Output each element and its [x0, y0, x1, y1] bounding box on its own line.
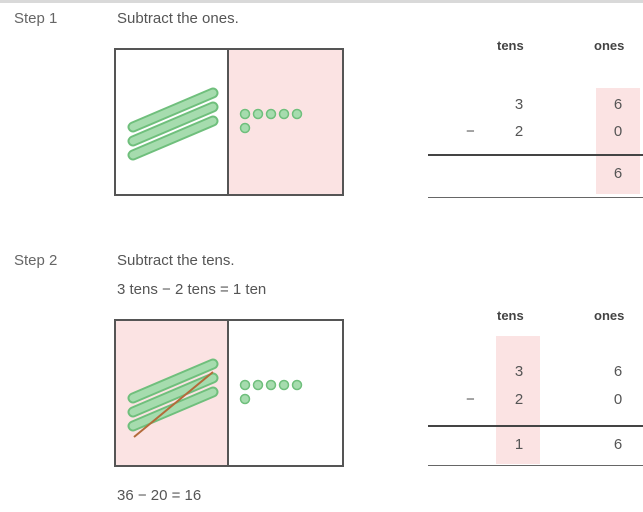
- step1-base-ten-blocks: [114, 48, 344, 196]
- step2-ten-rods: [116, 321, 229, 465]
- one-cube-icon: [267, 110, 276, 119]
- step1-instruction: Subtract the ones.: [117, 10, 239, 27]
- step1-one-cubes: [229, 50, 342, 194]
- one-cube-icon: [254, 110, 263, 119]
- one-cube-icon: [280, 110, 289, 119]
- step1-minus-sign: −: [466, 123, 475, 140]
- one-cube-icon: [280, 381, 289, 390]
- one-cube-icon: [241, 124, 250, 133]
- step2-base-ten-blocks: [114, 319, 344, 467]
- step2-tens-area: [116, 321, 229, 465]
- step1-answer-rule: [428, 154, 643, 156]
- one-cube-icon: [293, 381, 302, 390]
- one-cube-icon: [267, 381, 276, 390]
- step2-label: Step 2: [14, 252, 57, 269]
- step2-sub-instruction: 3 tens − 2 tens = 1 ten: [117, 281, 266, 298]
- step1-label: Step 1: [14, 10, 57, 27]
- step1-bottom-tens: 2: [507, 123, 531, 140]
- step1-ones-area: [229, 50, 342, 194]
- step2-answer-rule: [428, 425, 643, 427]
- step2-bottom-rule: [428, 465, 643, 466]
- step2-top-ones: 6: [606, 363, 630, 380]
- final-equation: 36 − 20 = 16: [117, 487, 201, 504]
- step2-ones-area: [229, 321, 342, 465]
- top-divider: [0, 0, 643, 3]
- one-cube-icon: [241, 110, 250, 119]
- step2-result-tens: 1: [507, 436, 531, 453]
- one-cube-icon: [241, 381, 250, 390]
- step2-bottom-ones: 0: [606, 391, 630, 408]
- step2-ones-header: ones: [594, 308, 624, 323]
- step1-ones-header: ones: [594, 38, 624, 53]
- step1-top-ones: 6: [606, 96, 630, 113]
- step2-one-cubes: [229, 321, 342, 465]
- step1-result-ones: 6: [606, 165, 630, 182]
- step2-bottom-tens: 2: [507, 391, 531, 408]
- step2-top-tens: 3: [507, 363, 531, 380]
- step1-tens-area: [116, 50, 229, 194]
- step1-top-tens: 3: [507, 96, 531, 113]
- step1-bottom-rule: [428, 197, 643, 198]
- step2-result-ones: 6: [606, 436, 630, 453]
- one-cube-icon: [241, 395, 250, 404]
- one-cube-icon: [293, 110, 302, 119]
- step1-tens-header: tens: [497, 38, 524, 53]
- step2-tens-header: tens: [497, 308, 524, 323]
- step1-bottom-ones: 0: [606, 123, 630, 140]
- step2-instruction: Subtract the tens.: [117, 252, 235, 269]
- step2-minus-sign: −: [466, 391, 475, 408]
- one-cube-icon: [254, 381, 263, 390]
- step1-ten-rods: [116, 50, 229, 194]
